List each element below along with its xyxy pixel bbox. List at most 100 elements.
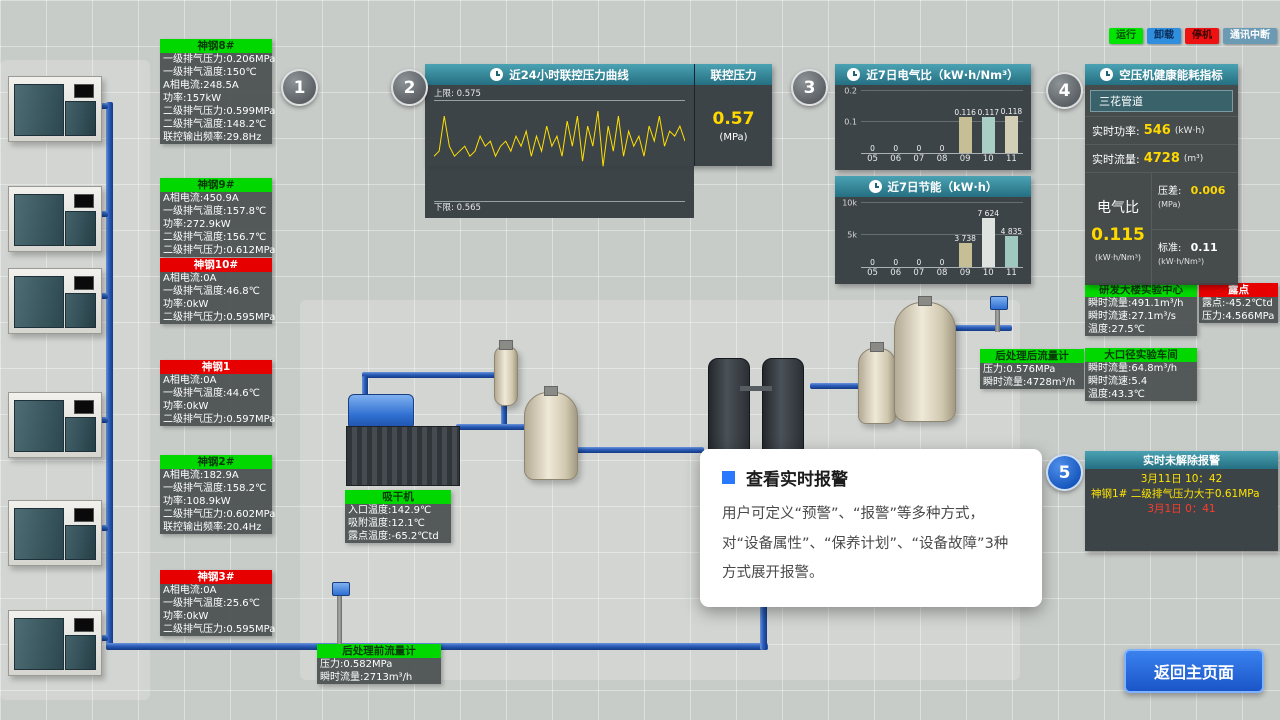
- tooltip-title: 查看实时报警: [746, 470, 848, 490]
- bar: [958, 117, 972, 153]
- bar: [981, 116, 995, 153]
- machine-screen: [74, 400, 94, 414]
- bar-value-label: 0.117: [977, 107, 1000, 117]
- std-value: 0.11: [1190, 240, 1218, 254]
- legend-comm-lost[interactable]: 通讯中断: [1223, 28, 1277, 44]
- power-unit: (kW·h): [1174, 125, 1205, 136]
- machine-door: [65, 417, 96, 452]
- y-tick: 0.1: [844, 117, 857, 127]
- panel-title: 近7日节能（kW·h）: [887, 179, 998, 194]
- data-row: 功率:0kW: [163, 401, 209, 412]
- pipe-segment: [362, 376, 368, 402]
- compressor-unit-1[interactable]: [8, 76, 102, 142]
- adsorption-tower: [762, 358, 804, 456]
- step-badge-5: 5: [1046, 454, 1083, 491]
- machine-door: [14, 194, 64, 246]
- realtime-power-row: 实时功率: 546 (kW·h): [1085, 116, 1238, 144]
- pipe-segment: [948, 325, 1012, 331]
- ratio-value: 0.115: [1091, 224, 1145, 245]
- bar-cell: 3 738: [954, 203, 976, 267]
- x-tick: 11: [1005, 268, 1017, 278]
- machine-screen: [74, 84, 94, 98]
- linked-pressure-value: 0.57: [712, 108, 755, 129]
- compressor-unit-4[interactable]: [8, 392, 102, 458]
- data-row: 露点温度:-65.2℃td: [348, 531, 439, 542]
- x-tick: 07: [913, 268, 925, 278]
- health-panel-body: 三花管道 实时功率: 546 (kW·h) 实时流量: 4728 (m³) 电气…: [1085, 85, 1238, 285]
- lower-limit-value: 0.565: [456, 203, 481, 214]
- pressure-diff-line: 压差: 0.006: [1158, 182, 1232, 197]
- alarm-panel-header: 实时未解除报警: [1085, 451, 1278, 469]
- bar-cell: 0.116: [954, 91, 976, 153]
- return-home-button[interactable]: 返回主页面: [1124, 649, 1264, 693]
- bar-value-label: 0.116: [954, 108, 976, 118]
- flow-meter-stem: [337, 594, 342, 646]
- compressor-unit-2[interactable]: [8, 186, 102, 252]
- compressor-name: 神钢8#: [160, 39, 272, 53]
- compressor-unit-6[interactable]: [8, 610, 102, 676]
- upper-limit-text: 上限:: [434, 89, 454, 99]
- adsorption-tower: [708, 358, 750, 456]
- sensor-panel-name: 大口径实验车间: [1085, 348, 1197, 362]
- legend-unload[interactable]: 卸载: [1147, 28, 1181, 44]
- data-row: 瞬时流量:4728m³/h: [983, 377, 1076, 388]
- bar-value-label: 0: [870, 144, 875, 153]
- bar-value-label: 7 624: [977, 209, 1000, 219]
- data-row: 入口温度:142.9℃: [348, 505, 432, 516]
- grid-line: [861, 121, 1023, 122]
- data-row: 瞬时流速:27.1m³/s: [1088, 311, 1176, 322]
- y-tick: 0.2: [844, 86, 857, 96]
- flow-label: 实时流量:: [1092, 152, 1140, 166]
- data-row: A相电流:182.9A: [163, 470, 239, 481]
- compressor-unit-3[interactable]: [8, 268, 102, 334]
- data-row: 一级排气温度:157.8℃: [163, 206, 267, 217]
- pipeline-select[interactable]: 三花管道: [1090, 90, 1233, 112]
- legend-running[interactable]: 运行: [1109, 28, 1143, 44]
- air-tank-small: [858, 348, 896, 424]
- flow-unit: (m³): [1183, 153, 1204, 164]
- data-row: 二级排气压力:0.597MPa: [163, 414, 276, 425]
- filter-vessel: [494, 346, 518, 406]
- sensor-panel-name: 吸干机: [345, 490, 451, 504]
- compressor-name: 神钢9#: [160, 178, 272, 192]
- blue-square-bullet-icon: [722, 471, 735, 484]
- linked-pressure-title: 联控压力: [710, 67, 757, 82]
- bar-cell: 0.118: [1000, 91, 1023, 153]
- compressor-name: 神钢1: [160, 360, 272, 374]
- flow-value: 4728: [1143, 151, 1180, 166]
- upper-limit-value: 0.575: [456, 89, 481, 99]
- bar-cell: 0: [910, 91, 927, 153]
- bar-value-label: 0.118: [1000, 107, 1023, 117]
- flow-meter-instrument: [990, 296, 1008, 310]
- data-row: 功率:272.9kW: [163, 219, 231, 230]
- adsorption-tower-unit: [700, 352, 812, 470]
- machine-screen: [74, 508, 94, 522]
- step-badge-4: 4: [1046, 72, 1083, 109]
- y-tick: 5k: [847, 230, 857, 240]
- machine-door: [65, 293, 96, 328]
- tooltip-title-row: 查看实时报警: [722, 465, 1020, 490]
- x-tick: 05: [867, 268, 878, 278]
- compressor-name: 神钢3#: [160, 570, 272, 584]
- machine-screen: [74, 194, 94, 208]
- linked-pressure-value-box: 0.57 (MPa): [695, 85, 772, 166]
- data-row: 联控输出频率:29.8Hz: [163, 132, 262, 143]
- pressure-curve-panel: 近24小时联控压力曲线 上限: 0.575 下限: 0.565 联控压力: [425, 64, 772, 219]
- diff-label: 压差:: [1158, 186, 1182, 197]
- compressor-unit-5[interactable]: [8, 500, 102, 566]
- clock-icon: [1100, 68, 1114, 81]
- legend-stopped[interactable]: 停机: [1185, 28, 1219, 44]
